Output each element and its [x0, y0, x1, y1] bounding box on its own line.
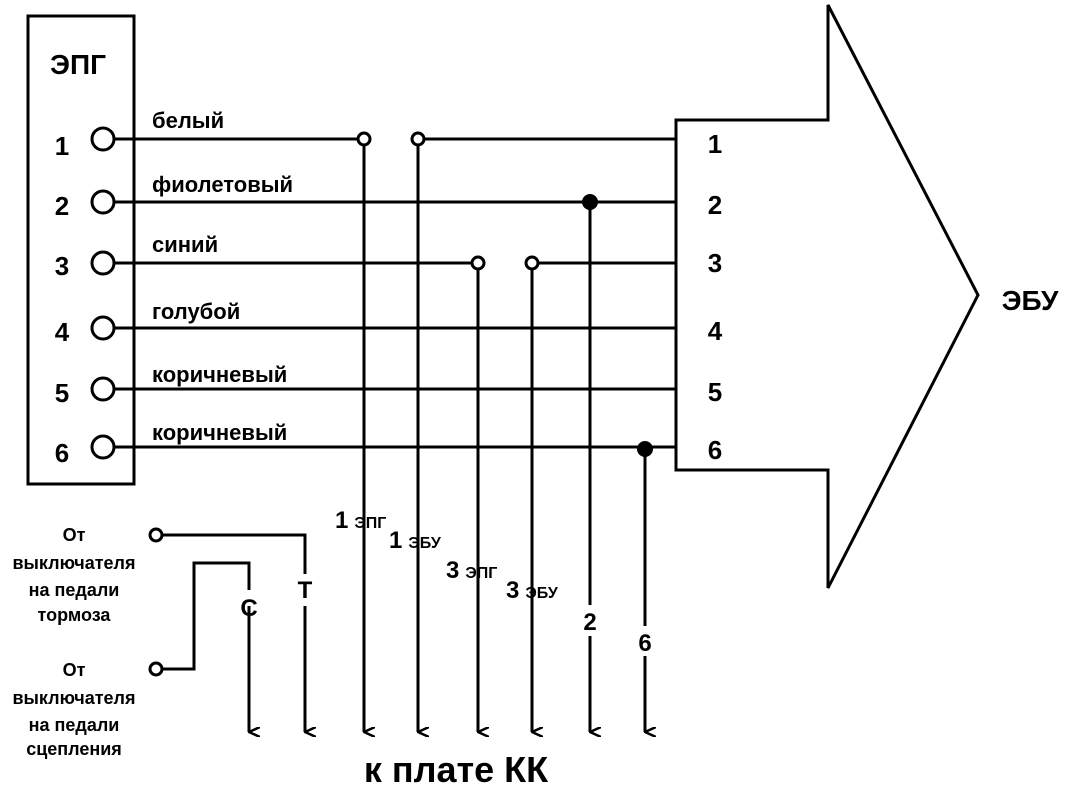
ebu-pin-2: 2 — [708, 190, 722, 220]
brake-switch-terminal — [148, 527, 164, 543]
switch-wiring — [148, 527, 307, 677]
label-6: 6 — [638, 630, 651, 657]
epg-terminal-3 — [90, 250, 116, 276]
epg-terminal-5 — [90, 376, 116, 402]
epg-pin-6-number: 6 — [55, 438, 69, 468]
ebu-block — [674, 4, 980, 589]
epg-connector — [26, 14, 136, 486]
ebu-pin-1: 1 — [708, 129, 722, 159]
epg-pin-5-number: 5 — [55, 378, 69, 408]
label-t: Т — [298, 577, 313, 604]
epg-pin-2-number: 2 — [55, 191, 69, 221]
epg-pin-3-number: 3 — [55, 251, 69, 281]
epg-terminal-2 — [90, 189, 116, 215]
clutch-switch-wire — [162, 561, 251, 671]
ebu-pin-3: 3 — [708, 248, 722, 278]
epg-terminal-6 — [90, 434, 116, 460]
epg-pin-4-number: 4 — [55, 317, 70, 347]
wire-4-color: голубой — [152, 299, 240, 324]
wire-3-color: синий — [152, 232, 218, 257]
svg-text:на педали: на педали — [29, 715, 120, 735]
ebu-pin-6: 6 — [708, 435, 722, 465]
label-c: С — [240, 595, 257, 622]
tap-1-ebu — [410, 131, 426, 147]
brake-switch-label: От выключателя на педали тормоза — [12, 525, 135, 625]
svg-text:сцепления: сцепления — [26, 739, 122, 759]
wire-5-color: коричневый — [152, 362, 287, 387]
tap-points — [356, 131, 653, 457]
tap-3-epg — [470, 255, 486, 271]
clutch-switch-label: От выключателя на педали сцепления — [12, 660, 135, 759]
wire-6-color: коричневый — [152, 420, 287, 445]
label-2: 2 — [583, 609, 596, 636]
vertical-outputs — [247, 145, 645, 732]
svg-text:От: От — [63, 525, 86, 545]
wire-1-color: белый — [152, 108, 224, 133]
epg-terminal-4 — [90, 315, 116, 341]
ebu-title: ЭБУ — [1002, 285, 1059, 316]
svg-text:тормоза: тормоза — [38, 605, 112, 625]
svg-text:От: От — [63, 660, 86, 680]
footer-label: к плате КК — [364, 749, 549, 790]
clutch-switch-terminal — [148, 661, 164, 677]
svg-text:выключателя: выключателя — [12, 553, 135, 573]
ebu-pin-5: 5 — [708, 377, 722, 407]
tap-3-ebu — [524, 255, 540, 271]
brake-switch-wire — [162, 533, 307, 574]
epg-pin-1-number: 1 — [55, 131, 69, 161]
wire-2-color: фиолетовый — [152, 172, 293, 197]
wire-labels: белый фиолетовый синий голубой коричневы… — [152, 108, 293, 445]
epg-title: ЭПГ — [50, 49, 106, 80]
epg-pins: 1 2 3 4 5 6 — [55, 126, 116, 468]
svg-text:на педали: на педали — [29, 580, 120, 600]
ebu-pins: 1 2 3 4 5 6 — [708, 129, 723, 465]
ebu-pin-4: 4 — [708, 316, 723, 346]
tap-1-epg — [356, 131, 372, 147]
svg-text:выключателя: выключателя — [12, 688, 135, 708]
epg-terminal-1 — [90, 126, 116, 152]
